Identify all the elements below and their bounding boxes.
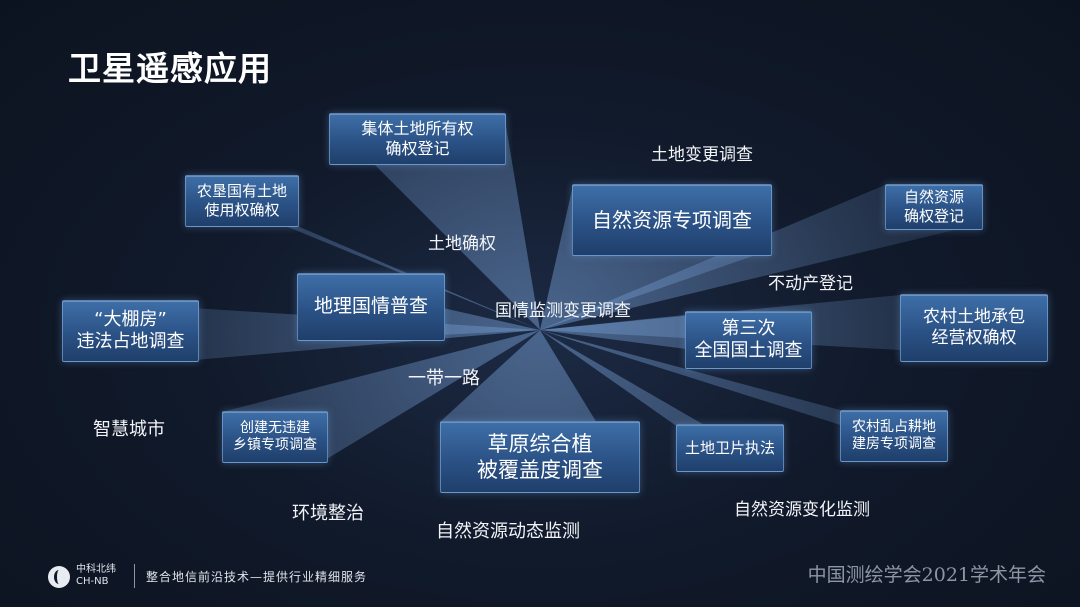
footer-divider <box>134 564 135 588</box>
grassland-box: 草原综合植 被覆盖度调查 <box>440 421 640 493</box>
no-illegal-town-box: 创建无违建 乡镇专项调查 <box>222 411 328 463</box>
land-enforcement-box: 土地卫片执法 <box>676 424 784 472</box>
grassland-label: 草原综合植 被覆盖度调查 <box>477 431 603 482</box>
collective-land-label: 集体土地所有权 确权登记 <box>361 119 474 158</box>
brand-en: CH-NB <box>76 576 109 587</box>
geo-census-box: 地理国情普查 <box>297 273 445 341</box>
dynamic-monitor-label: 自然资源动态监测 <box>436 521 580 542</box>
conference-name: 中国测绘学会2021学术年会 <box>807 564 1046 586</box>
natural-resource-reg-label: 自然资源 确权登记 <box>903 188 964 225</box>
company-logo-icon <box>48 566 70 588</box>
greenhouse-label: “大棚房” 违法占地调查 <box>76 308 185 353</box>
collective-land-box: 集体土地所有权 确权登记 <box>329 113 506 165</box>
brand-cn: 中科北纬 <box>76 564 116 575</box>
land-rights-label: 土地确权 <box>428 234 496 254</box>
third-survey-box: 第三次 全国国土调查 <box>685 311 812 369</box>
rural-contract-box: 农村土地承包 经营权确权 <box>900 294 1048 362</box>
farm-state-land-box: 农垦国有土地 使用权确权 <box>185 175 299 227</box>
slide-title: 卫星遥感应用 <box>68 49 272 88</box>
land-change-label: 土地变更调查 <box>651 145 753 165</box>
change-monitor-label: 自然资源变化监测 <box>734 500 870 520</box>
geo-census-label: 地理国情普查 <box>313 295 428 318</box>
smart-city-label: 智慧城市 <box>93 419 165 440</box>
greenhouse-box: “大棚房” 违法占地调查 <box>62 300 199 362</box>
third-survey-label: 第三次 全国国土调查 <box>694 317 803 362</box>
no-illegal-town-label: 创建无违建 乡镇专项调查 <box>233 419 317 454</box>
belt-road-label: 一带一路 <box>408 368 480 389</box>
rural-contract-label: 农村土地承包 经营权确权 <box>923 306 1025 348</box>
natural-resource-special-label: 自然资源专项调查 <box>592 207 752 232</box>
natural-resource-special-box: 自然资源专项调查 <box>572 184 772 256</box>
rural-occupy-label: 农村乱占耕地 建房专项调查 <box>852 418 936 453</box>
real-estate-label: 不动产登记 <box>768 274 853 294</box>
rural-occupy-box: 农村乱占耕地 建房专项调查 <box>840 410 948 462</box>
environment-label: 环境整治 <box>292 503 364 524</box>
footer-slogan: 整合地信前沿技术—提供行业精细服务 <box>146 570 368 584</box>
company-brand: 中科北纬 CH-NB <box>76 564 116 588</box>
farm-state-land-label: 农垦国有土地 使用权确权 <box>196 182 287 219</box>
land-enforcement-label: 土地卫片执法 <box>684 438 775 457</box>
natural-resource-reg-box: 自然资源 确权登记 <box>885 184 983 230</box>
monitoring-change-label: 国情监测变更调查 <box>495 301 631 321</box>
